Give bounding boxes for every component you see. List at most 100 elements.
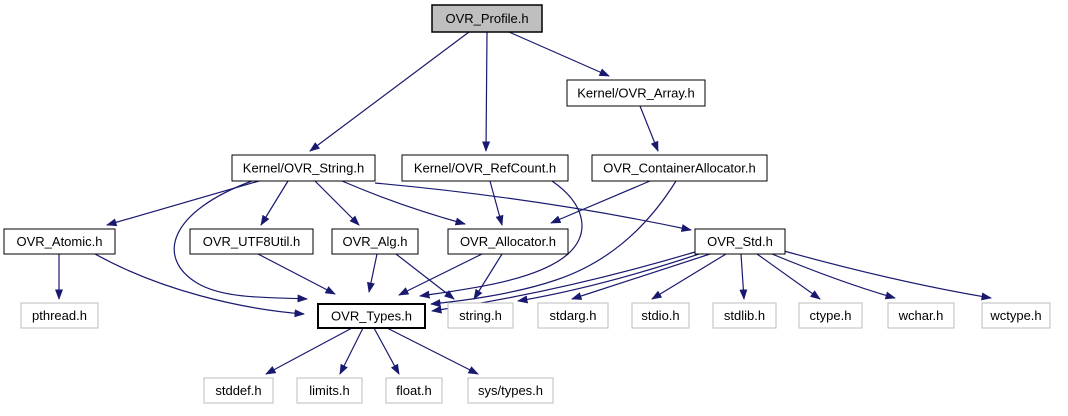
node-label-stdarg-h: stdarg.h	[550, 308, 597, 323]
node-box-limits-h	[296, 377, 363, 404]
node-ovr-allocator-h[interactable]: OVR_Allocator.h	[447, 228, 569, 255]
node-label-kernel-ovr-array-h: Kernel/OVR_Array.h	[577, 86, 695, 101]
node-box-ovr-alg-h	[331, 228, 419, 255]
edge-kernel-ovr-string-h-to-ovr-alg-h	[314, 180, 360, 226]
node-ovr-profile-h: OVR_Profile.h	[431, 4, 543, 33]
edge-ovr-std-h-to-stdarg-h	[571, 253, 711, 300]
node-box-stddef-h	[203, 377, 274, 404]
node-box-ovr-std-h	[694, 228, 786, 255]
edge-ovr-types-h-to-stddef-h	[265, 327, 353, 375]
node-box-float-h	[385, 377, 443, 404]
edge-ovr-std-h-to-string-h	[517, 253, 700, 304]
edge-kernel-ovr-string-h-to-ovr-std-h	[374, 182, 692, 232]
edge-kernel-ovr-refcount-h-to-ovr-allocator-h	[489, 180, 504, 226]
edge-ovr-profile-h-to-kernel-ovr-refcount-h	[482, 31, 491, 152]
edge-ovr-allocator-h-to-ovr-types-h	[398, 253, 483, 296]
node-label-ovr-containerallocator-h: OVR_ContainerAllocator.h	[603, 161, 755, 176]
node-label-kernel-ovr-string-h: Kernel/OVR_String.h	[243, 161, 364, 176]
node-label-wchar-h: wchar.h	[898, 308, 944, 323]
node-ctype-h: ctype.h	[798, 302, 863, 329]
node-label-kernel-ovr-refcount-h: Kernel/OVR_RefCount.h	[414, 161, 556, 176]
edge-ovr-alg-h-to-string-h	[395, 253, 455, 300]
node-box-ovr-utf8util-h	[189, 228, 314, 255]
edge-ovr-std-h-to-ovr-types-h	[431, 251, 696, 314]
node-box-pthread-h	[20, 302, 99, 329]
node-box-stdlib-h	[712, 302, 777, 329]
edge-ovr-std-h-to-stdlib-h	[739, 253, 748, 300]
edge-kernel-ovr-array-h-to-ovr-containerallocator-h	[639, 105, 659, 152]
edge-ovr-allocator-h-to-string-h	[473, 253, 503, 300]
node-box-kernel-ovr-array-h	[566, 79, 706, 107]
node-box-sys-types-h	[467, 377, 554, 404]
node-stddef-h: stddef.h	[203, 377, 274, 404]
node-ovr-utf8util-h[interactable]: OVR_UTF8Util.h	[189, 228, 314, 255]
node-label-string-h: string.h	[459, 308, 502, 323]
edge-ovr-std-h-to-stdio-h	[651, 253, 727, 300]
node-label-stdio-h: stdio.h	[641, 308, 679, 323]
edge-ovr-utf8util-h-to-ovr-types-h	[257, 253, 336, 295]
node-label-ovr-allocator-h: OVR_Allocator.h	[460, 234, 556, 249]
node-stdarg-h: stdarg.h	[537, 302, 609, 329]
edge-kernel-ovr-string-h-to-ovr-utf8util-h	[260, 180, 289, 226]
edge-ovr-std-h-to-ctype-h	[756, 253, 821, 300]
node-kernel-ovr-refcount-h[interactable]: Kernel/OVR_RefCount.h	[401, 154, 569, 182]
node-box-ovr-types-h	[317, 303, 426, 329]
node-label-ovr-types-h: OVR_Types.h	[331, 309, 412, 324]
node-label-ovr-alg-h: OVR_Alg.h	[342, 234, 407, 249]
node-box-kernel-ovr-refcount-h	[401, 154, 569, 182]
node-ovr-alg-h[interactable]: OVR_Alg.h	[331, 228, 419, 255]
node-limits-h: limits.h	[296, 377, 363, 404]
node-box-ovr-allocator-h	[447, 228, 569, 255]
edge-ovr-types-h-to-float-h	[373, 327, 400, 375]
node-label-ovr-atomic-h: OVR_Atomic.h	[17, 234, 103, 249]
edge-ovr-atomic-h-to-ovr-types-h	[94, 253, 305, 318]
node-box-ovr-profile-h	[431, 4, 543, 33]
node-sys-types-h: sys/types.h	[467, 377, 554, 404]
edge-ovr-containerallocator-h-to-ovr-allocator-h	[550, 180, 651, 224]
edge-ovr-types-h-to-limits-h	[339, 327, 364, 375]
node-box-stdarg-h	[537, 302, 609, 329]
edge-ovr-types-h-to-sys-types-h	[386, 327, 479, 375]
node-label-ovr-utf8util-h: OVR_UTF8Util.h	[203, 234, 301, 249]
node-box-ovr-containerallocator-h	[591, 154, 768, 182]
node-box-stdio-h	[631, 302, 690, 329]
edge-kernel-ovr-string-h-to-ovr-types-h	[173, 180, 308, 303]
node-kernel-ovr-string-h[interactable]: Kernel/OVR_String.h	[231, 154, 376, 182]
node-box-ovr-atomic-h	[3, 228, 116, 255]
node-wctype-h: wctype.h	[981, 302, 1051, 329]
node-stdio-h: stdio.h	[631, 302, 690, 329]
node-box-kernel-ovr-string-h	[231, 154, 376, 182]
node-label-ovr-profile-h: OVR_Profile.h	[445, 11, 528, 26]
node-box-wctype-h	[981, 302, 1051, 329]
node-stdlib-h: stdlib.h	[712, 302, 777, 329]
node-ovr-containerallocator-h[interactable]: OVR_ContainerAllocator.h	[591, 154, 768, 182]
node-label-ovr-std-h: OVR_Std.h	[707, 234, 773, 249]
edge-ovr-profile-h-to-kernel-ovr-array-h	[508, 31, 610, 77]
node-label-pthread-h: pthread.h	[32, 308, 87, 323]
edge-ovr-std-h-to-wchar-h	[771, 253, 896, 300]
node-label-limits-h: limits.h	[309, 383, 349, 398]
nodes-layer: OVR_Profile.hKernel/OVR_Array.hKernel/OV…	[3, 4, 1051, 404]
node-label-sys-types-h: sys/types.h	[478, 383, 543, 398]
node-ovr-atomic-h[interactable]: OVR_Atomic.h	[3, 228, 116, 255]
node-ovr-types-h[interactable]: OVR_Types.h	[317, 303, 426, 329]
node-box-wchar-h	[887, 302, 955, 329]
node-label-float-h: float.h	[396, 383, 431, 398]
node-box-string-h	[447, 302, 514, 329]
node-pthread-h: pthread.h	[20, 302, 99, 329]
edge-ovr-std-h-to-wctype-h	[783, 250, 992, 301]
node-ovr-std-h[interactable]: OVR_Std.h	[694, 228, 786, 255]
edge-kernel-ovr-string-h-to-ovr-allocator-h	[341, 180, 466, 226]
node-label-wctype-h: wctype.h	[989, 308, 1041, 323]
node-float-h: float.h	[385, 377, 443, 404]
node-string-h: string.h	[447, 302, 514, 329]
node-label-stddef-h: stddef.h	[215, 383, 261, 398]
edge-ovr-containerallocator-h-to-ovr-types-h	[430, 180, 677, 308]
node-box-ctype-h	[798, 302, 863, 329]
node-wchar-h: wchar.h	[887, 302, 955, 329]
node-label-ctype-h: ctype.h	[810, 308, 852, 323]
edge-ovr-profile-h-to-kernel-ovr-string-h	[309, 31, 470, 152]
node-kernel-ovr-array-h[interactable]: Kernel/OVR_Array.h	[566, 79, 706, 107]
